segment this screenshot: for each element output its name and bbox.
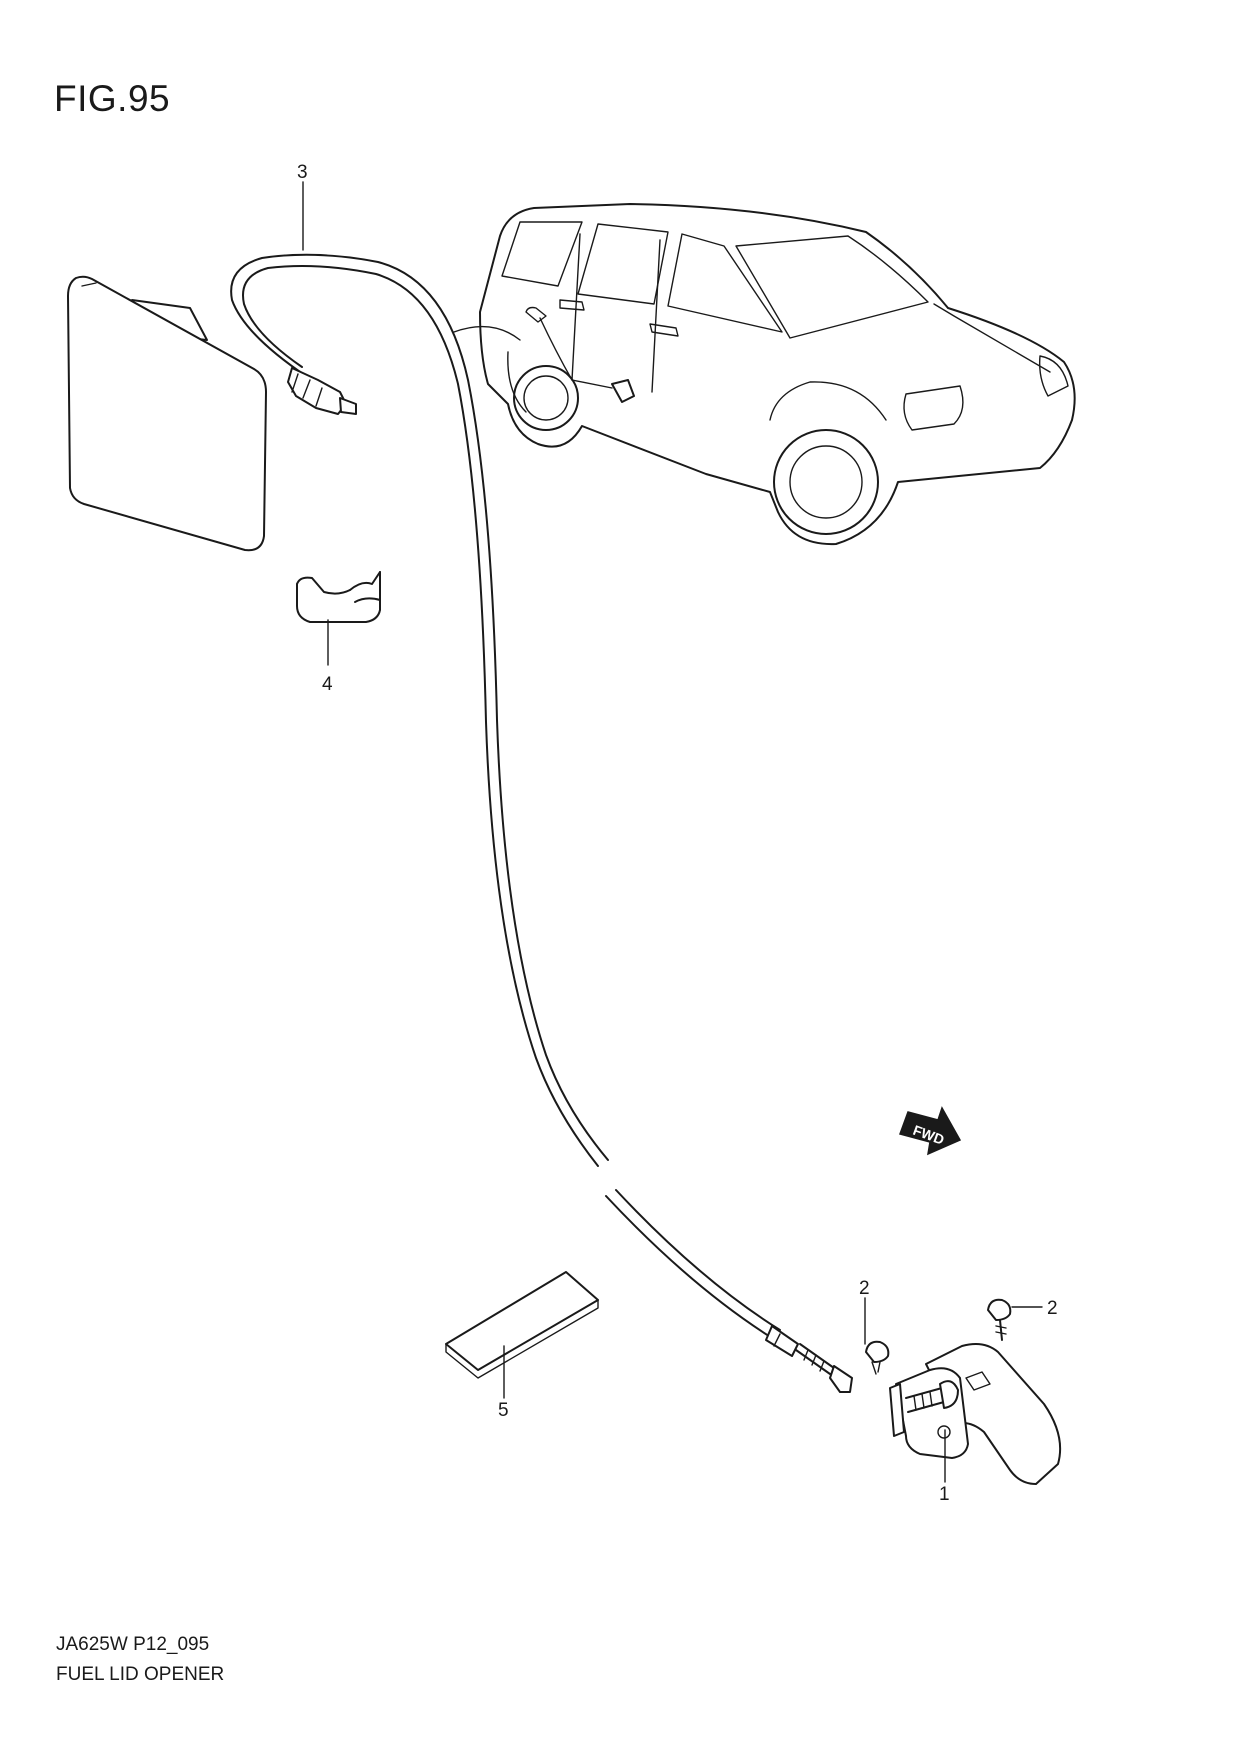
callout-3: 3	[297, 162, 308, 183]
label-sticker	[445, 1271, 599, 1379]
cable-clip	[296, 571, 381, 623]
figure-name: FUEL LID OPENER	[56, 1664, 225, 1685]
screw-right	[987, 1298, 1012, 1341]
forward-direction-arrow: FWD	[899, 1106, 962, 1156]
screw-left	[865, 1340, 890, 1375]
figure-code: JA625W P12_095	[56, 1634, 210, 1655]
vehicle-outline	[453, 203, 1076, 546]
leader-lines	[302, 181, 1043, 1483]
callout-5: 5	[498, 1400, 509, 1421]
callout-2-right: 2	[1047, 1298, 1058, 1319]
fuel-lid-panel	[67, 275, 267, 552]
callout-4: 4	[322, 674, 333, 695]
fuel-lid-cable	[230, 253, 853, 1393]
figure-title: FIG.95	[54, 78, 171, 119]
callout-1: 1	[939, 1484, 950, 1505]
fuel-lid-opener-lever	[889, 1343, 1062, 1485]
callout-2-left: 2	[859, 1278, 870, 1299]
